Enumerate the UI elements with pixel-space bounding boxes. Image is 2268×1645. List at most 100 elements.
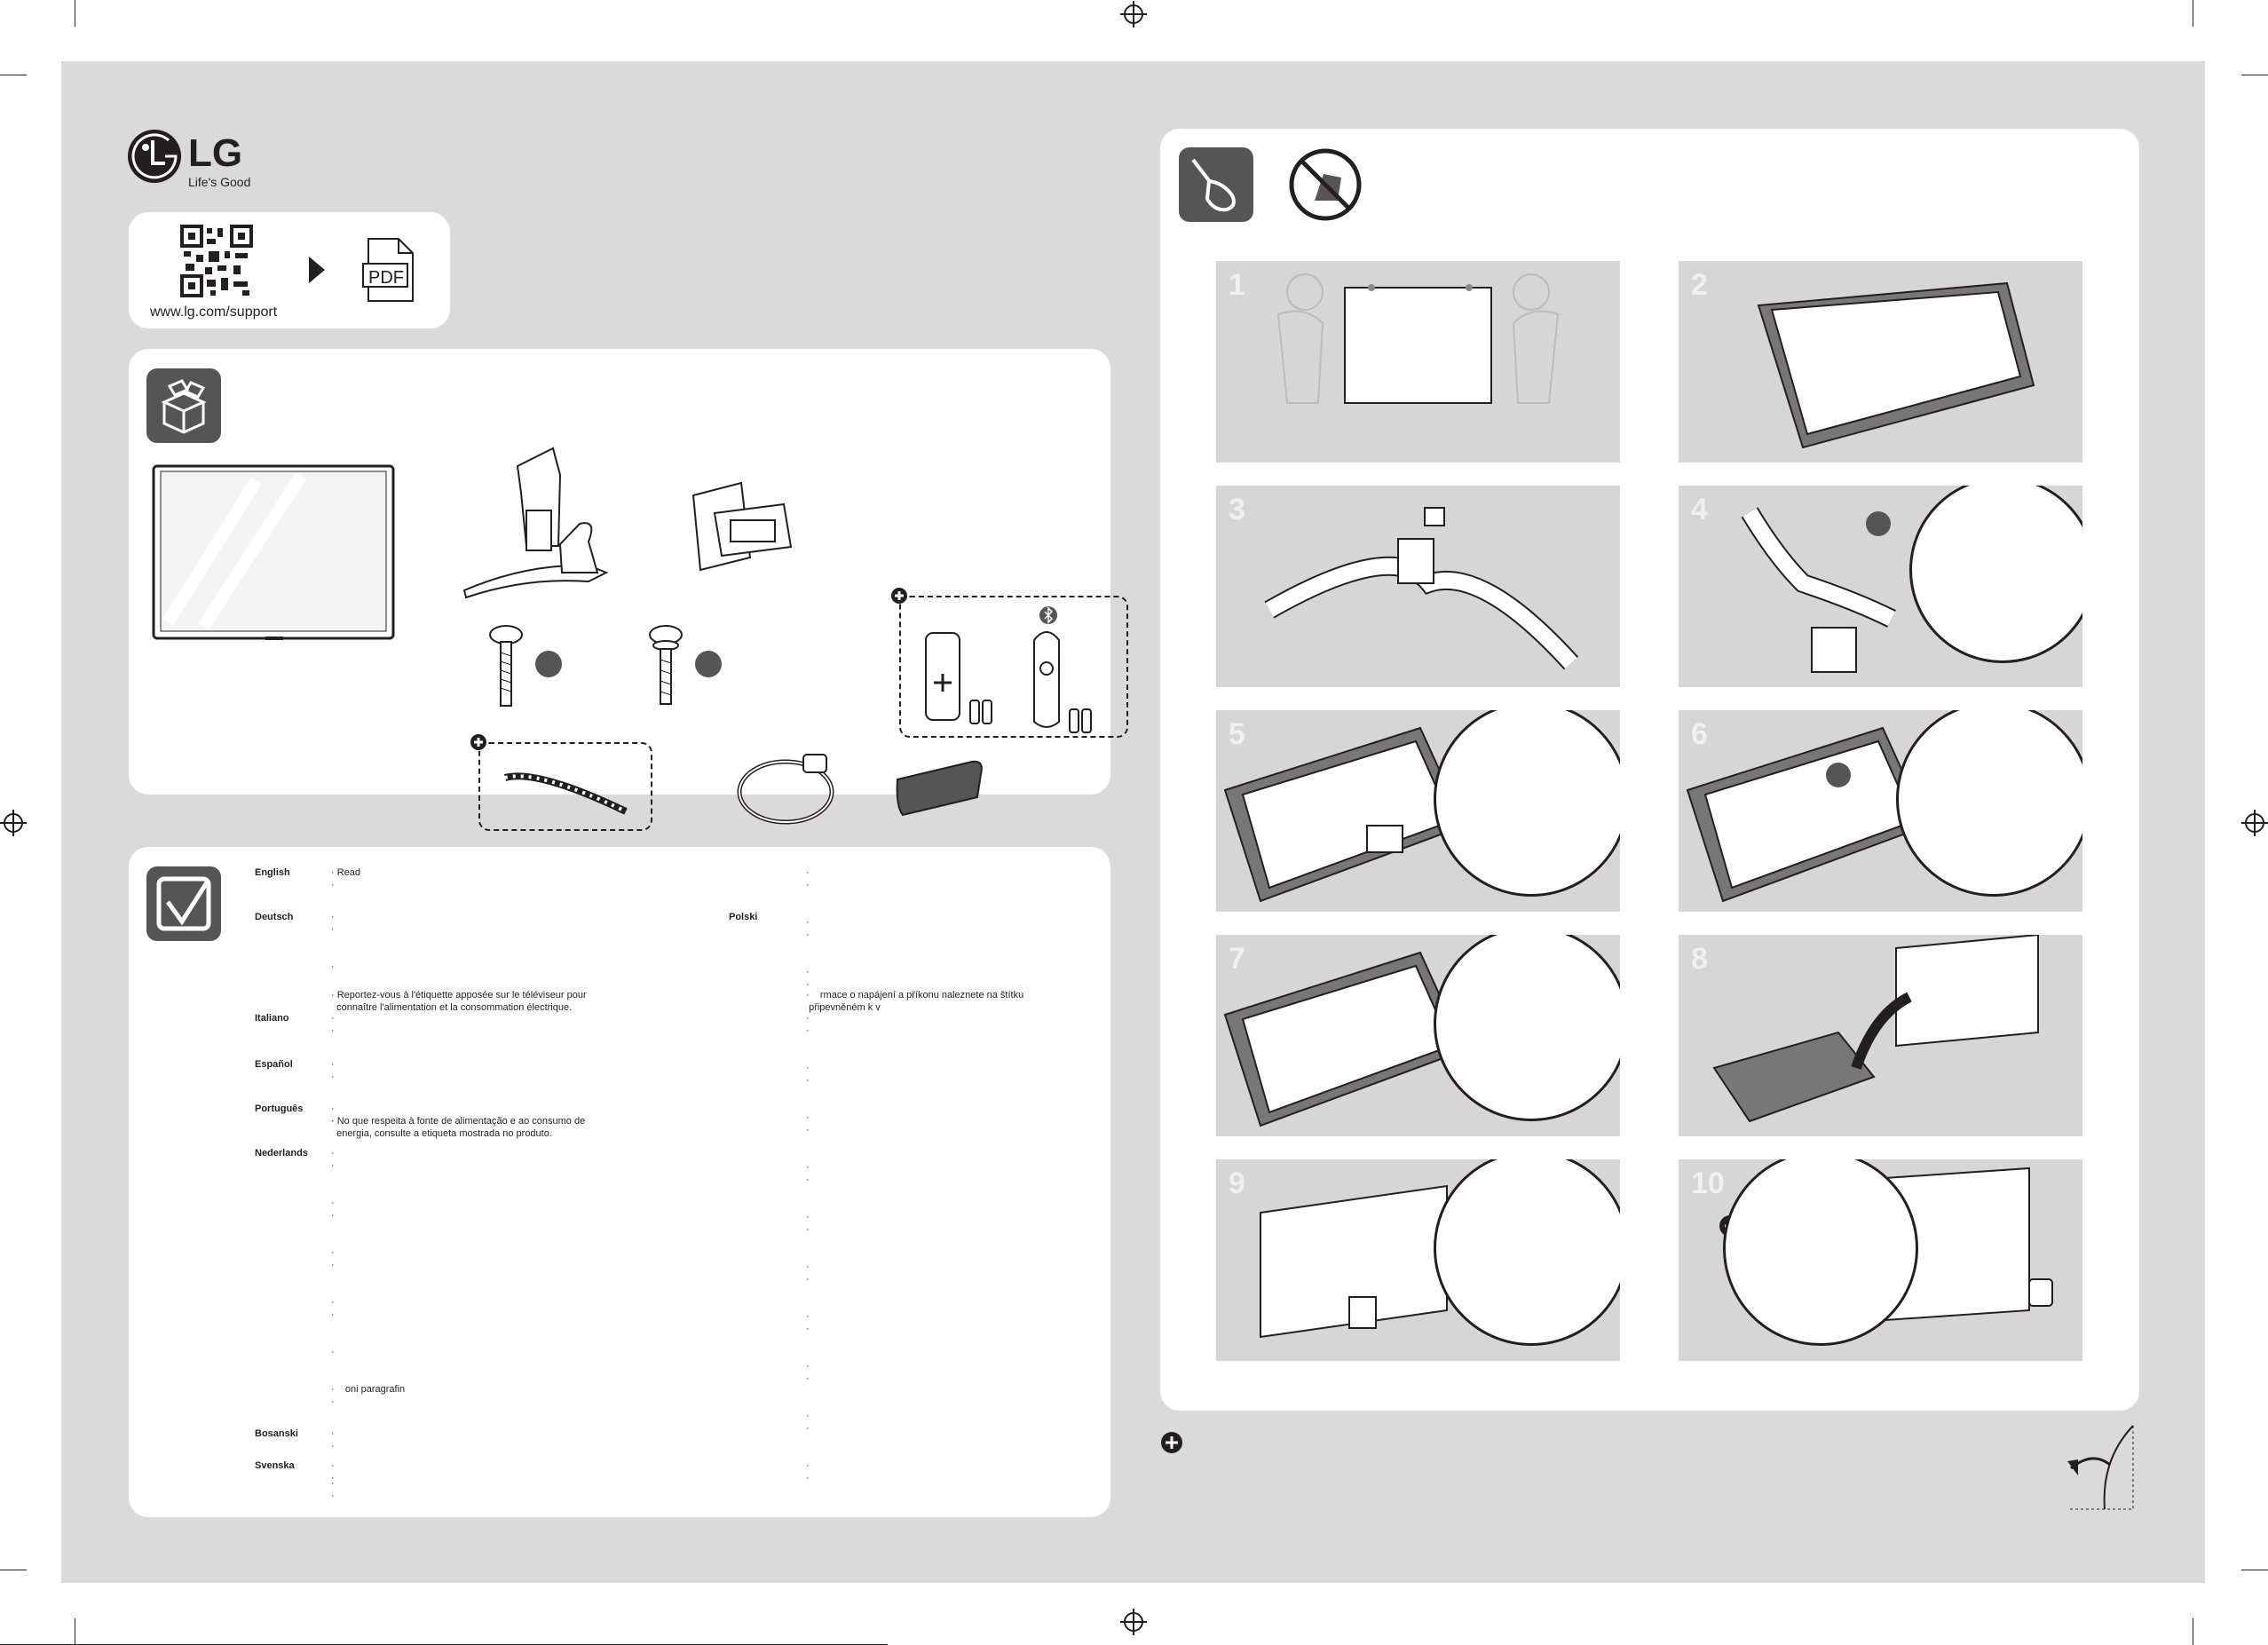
logo-tagline: Life's Good xyxy=(188,175,251,189)
cable-holder-clip-icon xyxy=(896,760,983,817)
step-number: 4 xyxy=(1691,493,1708,526)
language-deutsch: Deutsch xyxy=(255,912,294,922)
remote-controls-optional-box xyxy=(899,596,1128,738)
tv-on-cushion-illustration xyxy=(1757,281,2035,449)
power-cord-icon xyxy=(737,754,834,825)
stand-parts-illustration xyxy=(462,447,609,599)
language-italiano: Italiano xyxy=(255,1013,289,1024)
stand-screw-illustration xyxy=(1741,507,1896,673)
zoom-detail-circle xyxy=(1723,1159,1918,1346)
plus-icon xyxy=(891,588,907,604)
language-espanol: Español xyxy=(255,1059,293,1070)
cable-tie-icon xyxy=(503,772,628,815)
tv-illustration xyxy=(152,464,395,640)
english-line: Read xyxy=(336,867,361,878)
unbox-icon xyxy=(146,368,221,443)
czech-line-2: připevněném k v xyxy=(809,1002,881,1013)
registration-mark xyxy=(2241,810,2268,836)
bosanski-bullets: ···· xyxy=(331,1428,335,1501)
screw-quantity-badge xyxy=(535,651,562,677)
language-polski: Polski xyxy=(729,912,758,922)
step-1-panel: 1 xyxy=(1216,261,1620,463)
french-line-1: Reportez-vous à l'étiquette apposée sur … xyxy=(336,990,587,1000)
portuguese-power-note: · No que respeita à fonte de alimentação… xyxy=(331,1116,586,1139)
portuguese-line-2: energia, consulte a etiqueta mostrada no… xyxy=(336,1128,552,1139)
pdf-file-icon[interactable]: PDF xyxy=(361,237,415,303)
page-turn-icon[interactable] xyxy=(2066,1424,2137,1513)
registration-mark xyxy=(1120,1,1147,28)
registration-mark xyxy=(0,810,27,836)
step-10-panel: 10 xyxy=(1679,1159,2082,1361)
language-nederlands: Nederlands xyxy=(255,1148,308,1159)
registration-mark xyxy=(1120,1609,1147,1635)
czech-power-note: · rmace o napájení a příkonu naleznete n… xyxy=(806,990,1024,1013)
support-url[interactable]: www.lg.com/support xyxy=(150,304,278,320)
step-number: 3 xyxy=(1229,493,1245,526)
czech-line-1: rmace o napájení a příkonu naleznete na … xyxy=(819,990,1024,1000)
right-col-bullets-2: ···················· xyxy=(806,1013,810,1483)
screw-quantity-badge xyxy=(695,651,722,677)
logo-wordmark: LG xyxy=(188,131,243,175)
step-number: 6 xyxy=(1691,717,1708,751)
checkmark-icon xyxy=(146,866,221,941)
support-card: PDF www.lg.com/support xyxy=(129,212,450,328)
french-line-2: connaître l'alimentation et la consommat… xyxy=(336,1002,573,1013)
cable-tie-optional-box xyxy=(478,742,652,831)
step-5-panel: 5 xyxy=(1216,710,1620,912)
magic-remote-icon xyxy=(1033,631,1092,733)
step-3-panel: 3 xyxy=(1216,486,1620,687)
step-number: 8 xyxy=(1691,942,1708,976)
lg-face-icon xyxy=(128,130,181,183)
lg-logo: LG Life's Good xyxy=(126,128,250,189)
step-6-panel: 6 xyxy=(1679,710,2082,912)
plus-icon xyxy=(1161,1432,1182,1453)
screw-icon xyxy=(489,625,523,707)
manual-booklet-illustration xyxy=(691,481,793,572)
zoom-detail-circle xyxy=(1909,486,2082,663)
french-power-note: · Reportez-vous à l'étiquette apposée su… xyxy=(331,990,587,1013)
english-text: · Read· xyxy=(331,867,361,890)
assembly-card: 1 2 3 4 xyxy=(1160,129,2139,1411)
svenska-bullets: ·· xyxy=(331,1460,335,1483)
bluetooth-icon xyxy=(1039,606,1057,624)
step-9-panel: 9 xyxy=(1216,1159,1620,1361)
albanian-line: oni paragrafin xyxy=(344,1384,406,1395)
safety-card: English · Read· Deutsch ··· · Reportez-v… xyxy=(129,847,1110,1517)
screw-icon xyxy=(649,625,683,705)
two-person-lift-illustration xyxy=(1276,273,1560,404)
zoom-detail-circle xyxy=(1434,935,1620,1121)
screwdriver-icon xyxy=(1179,147,1253,222)
qr-code-icon[interactable] xyxy=(180,225,253,297)
nederlands-bullets: ········· xyxy=(331,1148,335,1357)
screw-stand-illustration xyxy=(1686,726,1929,903)
deutsch-bullets: ··· xyxy=(331,912,335,972)
instruction-sheet: LG Life's Good PDF www.lg.com/support xyxy=(61,61,2205,1583)
language-svenska-label: Svenska xyxy=(255,1460,295,1471)
zoom-detail-circle xyxy=(1896,710,2082,897)
cable-holder-illustration xyxy=(1260,1184,1448,1339)
remote-control-icon xyxy=(925,632,992,724)
plus-icon xyxy=(470,734,486,750)
language-english: English xyxy=(255,867,290,878)
stand-up-tv-illustration xyxy=(1712,935,2039,1123)
step-number: 2 xyxy=(1691,268,1708,302)
step-number: 9 xyxy=(1229,1167,1245,1200)
step-number: 10 xyxy=(1691,1167,1725,1200)
espanol-bullets: ·· xyxy=(331,1059,335,1082)
italiano-bullets: ·· xyxy=(331,1013,335,1036)
albanian-fragment: · oni paragrafin· xyxy=(331,1384,406,1407)
zoom-detail-circle xyxy=(1434,710,1620,897)
step-7-panel: 7 xyxy=(1216,935,1620,1136)
step-number: 1 xyxy=(1229,268,1245,302)
zoom-detail-circle xyxy=(1434,1159,1620,1346)
step-4-panel: 4 xyxy=(1679,486,2082,687)
step-2-panel: 2 xyxy=(1679,261,2082,463)
stand-base-illustration xyxy=(1264,507,1579,670)
portugues-bullets: ·· xyxy=(331,1103,335,1127)
step-number: 7 xyxy=(1229,942,1245,976)
components-card xyxy=(129,349,1128,831)
step-number: 5 xyxy=(1229,717,1245,751)
pdf-label: PDF xyxy=(368,268,404,288)
arrow-right-icon xyxy=(309,257,325,283)
right-col-bullets: ······ xyxy=(806,867,810,990)
